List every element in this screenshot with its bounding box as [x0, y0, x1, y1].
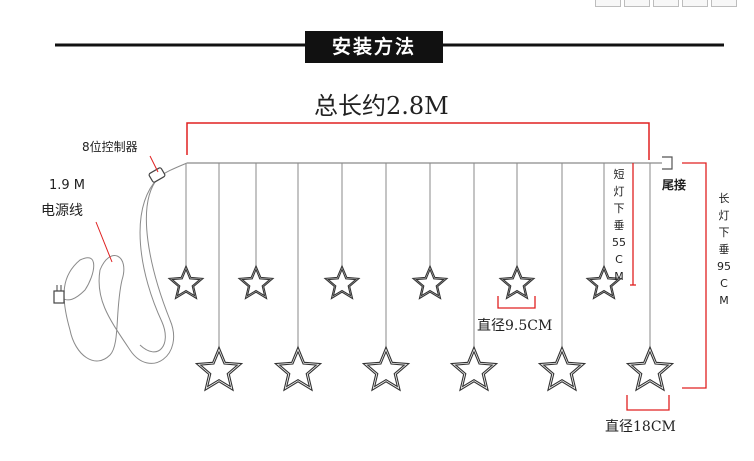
- toolbar-button-4[interactable]: [682, 0, 708, 7]
- total-length-label: 总长约2.8M: [314, 92, 449, 120]
- large-star-icon: [194, 345, 244, 392]
- small-star-icon: [585, 264, 623, 300]
- large-star-icon: [537, 345, 587, 392]
- tail-connector: [662, 156, 673, 170]
- controller-label: 8位控制器: [82, 140, 138, 154]
- toolbar-button-3[interactable]: [653, 0, 679, 7]
- power-cord-leader: [95, 221, 113, 263]
- controller-leader: [149, 155, 159, 173]
- total-length-dimension: [186, 122, 650, 160]
- plug-icon: [53, 290, 65, 304]
- short-drop-label: 短灯下垂55CM: [612, 168, 626, 283]
- large-star-diameter-label: 直径18CM: [605, 419, 676, 435]
- power-cord: [61, 162, 188, 364]
- small-star-icon: [167, 264, 205, 300]
- small-star-icon: [323, 264, 361, 300]
- small-star-icon: [237, 264, 275, 300]
- power-cord-name: 电源线: [41, 203, 83, 219]
- long-drop-dimension: [682, 162, 707, 389]
- small-star-diameter-dimension: [497, 296, 536, 309]
- heading: 安装方法: [305, 31, 443, 63]
- long-drop-label: 长灯下垂95CM: [717, 192, 731, 307]
- toolbar-button-5[interactable]: [711, 0, 737, 7]
- toolbar-button-1[interactable]: [595, 0, 621, 7]
- controller-box: [148, 167, 166, 183]
- large-star-icon: [361, 345, 411, 392]
- large-star-diameter-dimension: [626, 395, 670, 411]
- large-star-icon: [449, 345, 499, 392]
- small-star-diameter-label: 直径9.5CM: [477, 318, 553, 334]
- tail-label: 尾接: [662, 178, 687, 192]
- power-cord-return: [139, 177, 166, 353]
- toolbar-button-2[interactable]: [624, 0, 650, 7]
- large-star-icon: [625, 345, 675, 392]
- toolbar-buttons: [595, 0, 754, 8]
- small-star-icon: [411, 264, 449, 300]
- power-cord-length: 1.9 M: [49, 178, 86, 193]
- small-star-icon: [498, 264, 536, 300]
- large-star-icon: [273, 345, 323, 392]
